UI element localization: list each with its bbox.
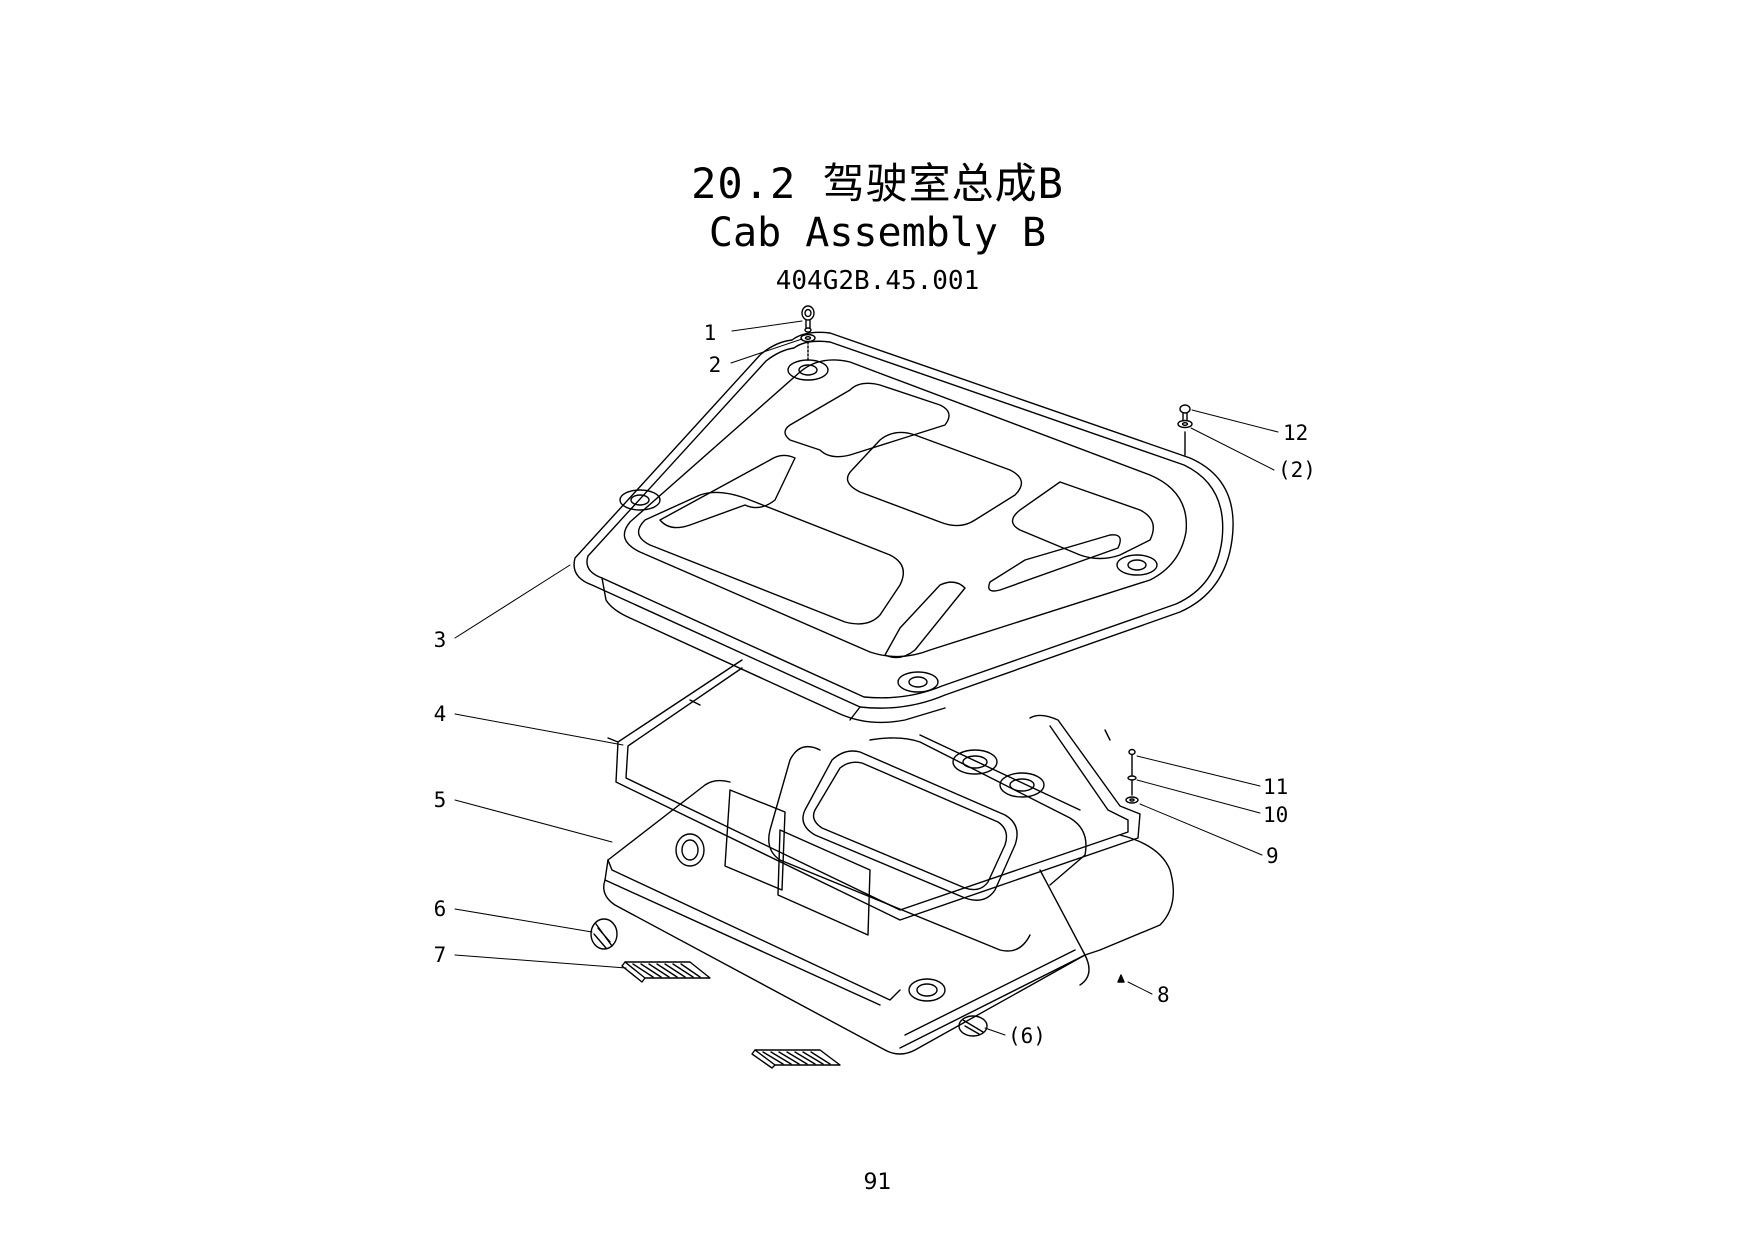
screw-parts-9-10-11	[1125, 748, 1139, 804]
title-english: Cab Assembly B	[708, 210, 1047, 256]
callout-11: 11	[1263, 775, 1288, 799]
callout-9: 9	[1266, 844, 1279, 868]
callout-10: 10	[1263, 803, 1288, 827]
page-number: 91	[863, 1170, 892, 1195]
assembly-part-number: 404G2B.45.001	[775, 266, 980, 296]
clip-part-8	[1117, 974, 1125, 983]
seal-frame	[607, 659, 1141, 921]
callout-7: 7	[434, 943, 447, 967]
leader-lines	[454, 320, 1279, 1036]
callout-4: 4	[434, 702, 447, 726]
lower-cab-shell	[603, 734, 1174, 1055]
callout-8: 8	[1157, 983, 1170, 1007]
callout-5: 5	[434, 788, 447, 812]
callout-1: 1	[704, 321, 717, 345]
callout-2: 2	[709, 353, 722, 377]
callout-12: 12	[1283, 421, 1308, 445]
callout-12-washer-ref: (2)	[1278, 458, 1316, 482]
screw-part-12	[1177, 404, 1193, 456]
air-filter-part-7	[621, 961, 841, 1069]
callout-3: 3	[434, 628, 447, 652]
washer-part-2	[800, 333, 816, 363]
callout-6-ref: (6)	[1008, 1024, 1046, 1048]
callout-labels: 1 2 3 4 5 6 7 12 (2) 11 10 9 8 (6)	[434, 321, 1316, 1048]
vent-grille-part-6	[590, 918, 988, 1037]
roof-mounting-bosses	[619, 359, 1158, 693]
roof-panel	[573, 331, 1234, 724]
title-chinese: 20.2 驾驶室总成B	[691, 159, 1064, 208]
bolt-part-1	[801, 305, 815, 333]
callout-6: 6	[434, 897, 447, 921]
